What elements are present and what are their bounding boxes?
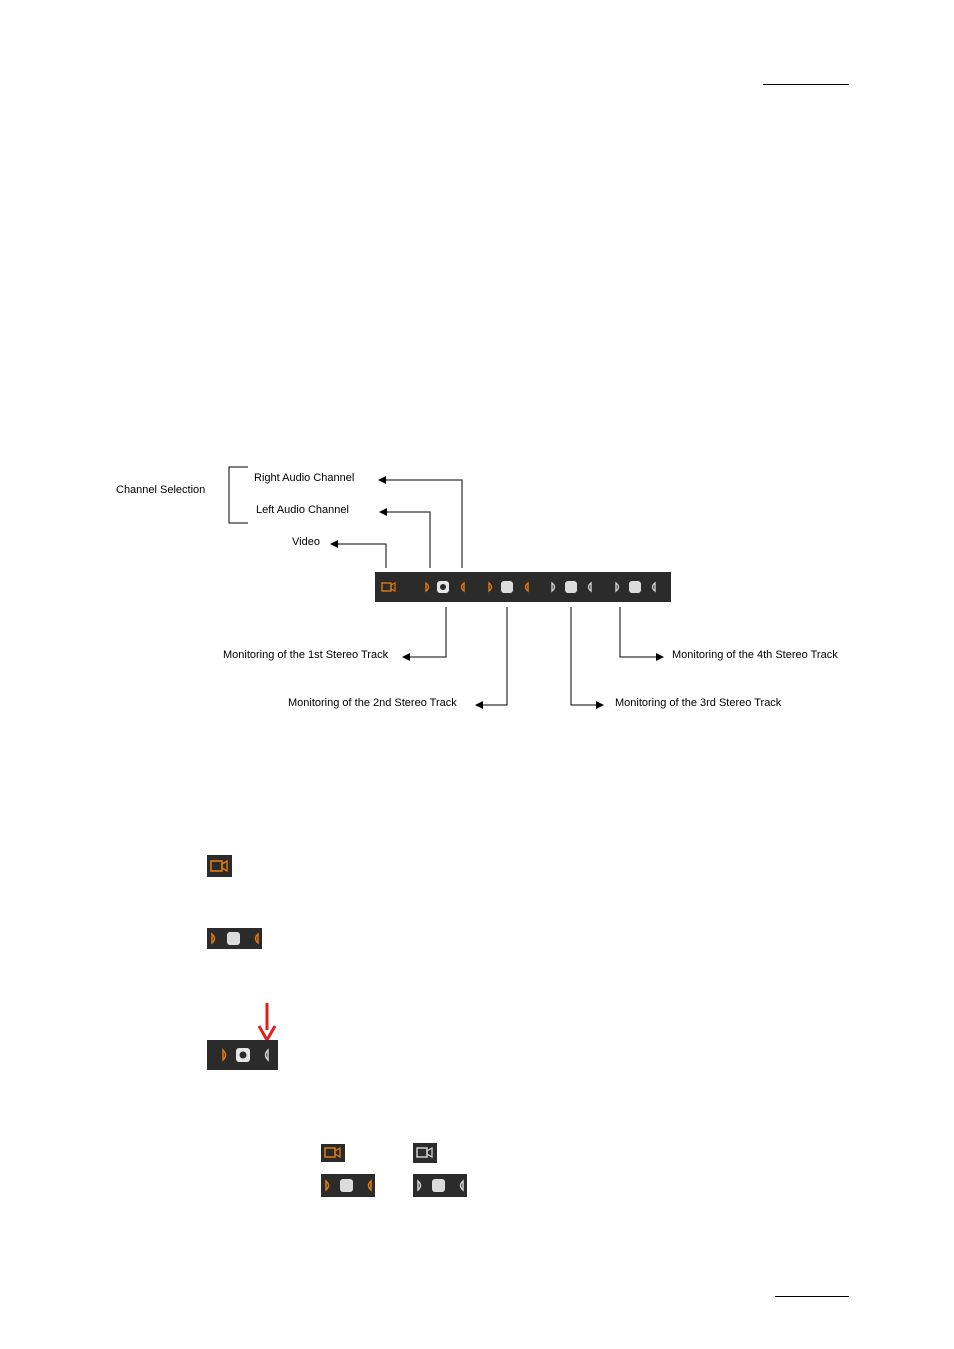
arrow-track-4 (619, 607, 664, 661)
stereo-track-both-channels (207, 928, 262, 949)
label-track-1: Monitoring of the 1st Stereo Track (223, 649, 389, 661)
arrow-track-3 (570, 607, 604, 709)
left-channel-icon (211, 932, 216, 945)
right-channel-icon[interactable] (651, 581, 656, 593)
arrow-left-audio (379, 508, 431, 568)
track-1-controls (425, 581, 465, 593)
track-2-controls (488, 581, 529, 593)
label-track-3: Monitoring of the 3rd Stereo Track (615, 697, 782, 709)
stereo-track-inactive-small (413, 1174, 467, 1197)
monitor-button-icon[interactable] (565, 581, 577, 593)
right-channel-icon[interactable] (524, 581, 529, 593)
channel-selection-bracket (228, 466, 248, 524)
stereo-track-monitoring (207, 1040, 278, 1070)
track-4-controls (615, 581, 656, 593)
footer-rule (775, 1296, 849, 1297)
left-channel-icon[interactable] (488, 581, 493, 593)
monitor-button-icon (236, 1048, 250, 1062)
monitor-button-icon (432, 1179, 445, 1192)
channel-control-bar (375, 572, 671, 602)
track-3-controls (551, 581, 592, 593)
video-camera-icon (324, 1146, 341, 1159)
right-channel-icon (254, 932, 259, 945)
monitor-button-icon[interactable] (501, 581, 513, 593)
monitor-button-icon[interactable] (437, 581, 449, 593)
monitor-button-icon (340, 1179, 353, 1192)
red-arrow-icon (257, 1003, 277, 1042)
video-icon-active (207, 855, 232, 877)
header-rule (763, 84, 849, 85)
right-channel-icon (459, 1179, 464, 1192)
diagram-connectors (228, 466, 664, 709)
right-channel-icon (264, 1048, 269, 1062)
video-camera-icon (210, 859, 228, 873)
arrow-right-audio (378, 476, 463, 568)
stereo-track-active-small (321, 1174, 375, 1197)
arrow-track-1 (402, 607, 447, 661)
video-icon-inactive-small (413, 1143, 437, 1163)
left-channel-icon (417, 1179, 422, 1192)
monitor-button-icon (227, 932, 240, 945)
label-left-audio-channel: Left Audio Channel (256, 504, 349, 516)
right-channel-icon[interactable] (460, 581, 465, 593)
right-channel-icon[interactable] (587, 581, 592, 593)
label-track-2: Monitoring of the 2nd Stereo Track (288, 697, 457, 709)
label-right-audio-channel: Right Audio Channel (254, 472, 355, 484)
arrow-track-2 (475, 607, 508, 709)
label-video: Video (292, 536, 320, 548)
monitor-button-icon[interactable] (629, 581, 641, 593)
video-camera-icon (416, 1146, 433, 1159)
left-channel-icon[interactable] (615, 581, 620, 593)
left-channel-icon[interactable] (551, 581, 556, 593)
video-camera-icon[interactable] (381, 582, 396, 592)
label-track-4: Monitoring of the 4th Stereo Track (672, 649, 838, 661)
label-channel-selection: Channel Selection (116, 484, 206, 496)
right-channel-icon (367, 1179, 372, 1192)
video-icon-active-small (321, 1144, 345, 1162)
arrow-video (330, 540, 387, 568)
left-channel-icon[interactable] (425, 581, 430, 593)
left-channel-icon (222, 1048, 227, 1062)
left-channel-icon (325, 1179, 330, 1192)
